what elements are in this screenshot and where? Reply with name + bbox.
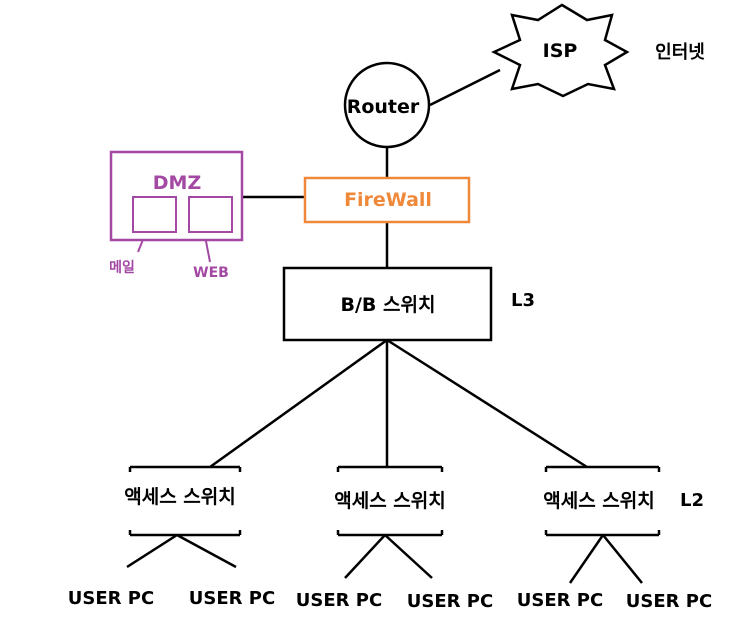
router-circle [343, 61, 431, 149]
access3-pc6-link [602, 534, 643, 584]
access-switch-3: 액세스 스위치 [543, 465, 661, 537]
backbone-access3-link [386, 338, 588, 469]
access-switch-1: 액세스 스위치 [124, 465, 242, 537]
access2-pc3-link [344, 534, 386, 579]
router-label: Router [347, 96, 420, 118]
firewall-box [303, 176, 471, 224]
web-server-box [188, 196, 233, 233]
access3-label: 액세스 스위치 [543, 490, 655, 512]
isp-label: ISP [543, 40, 578, 62]
router-node: Router [343, 61, 431, 149]
user-pc-1: USER PC [68, 588, 154, 609]
router-isp-link [429, 68, 501, 107]
l3-label: L3 [511, 290, 535, 311]
user-pc-3: USER PC [296, 590, 382, 611]
backbone-box [282, 266, 493, 342]
access-switch-2: 액세스 스위치 [334, 465, 446, 537]
access1-pc1-link [126, 533, 178, 569]
dmz-label: DMZ [153, 172, 201, 194]
user-pc-4: USER PC [407, 591, 493, 612]
firewall-node: FireWall [303, 176, 471, 224]
firewall-label: FireWall [344, 189, 432, 211]
access3-pc5-link [568, 534, 605, 584]
backbone-switch-node: B/B 스위치 [282, 266, 493, 342]
access2-pc4-link [384, 534, 433, 579]
web-label: WEB [193, 265, 229, 281]
access2-label: 액세스 스위치 [334, 490, 446, 512]
isp-node: ISP [491, 3, 630, 98]
access1-pc2-link [176, 533, 237, 569]
mail-label: 메일 [109, 260, 135, 276]
l2-label: L2 [680, 490, 704, 511]
dmz-node: DMZ 메일 WEB [109, 150, 244, 281]
user-pc-6: USER PC [626, 591, 712, 612]
internet-label: 인터넷 [655, 42, 705, 63]
access1-label: 액세스 스위치 [124, 486, 236, 508]
user-pc-5: USER PC [517, 590, 603, 611]
backbone-label: B/B 스위치 [341, 294, 436, 316]
backbone-access1-link [209, 338, 388, 469]
mail-server-box [132, 196, 177, 233]
user-pc-2: USER PC [189, 588, 275, 609]
isp-star-shape [491, 3, 630, 98]
